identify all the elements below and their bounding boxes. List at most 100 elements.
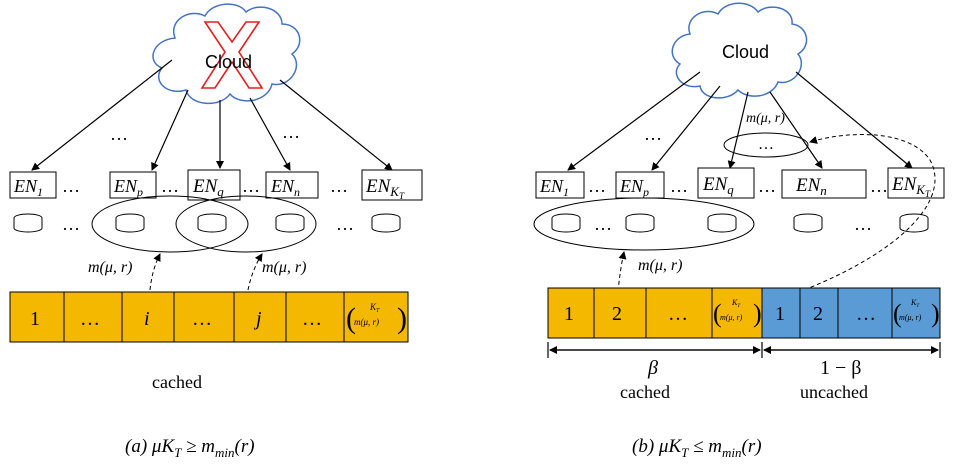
edge-label-b: m(μ, r) bbox=[638, 257, 682, 274]
one-minus-beta-label: 1 − β bbox=[820, 357, 861, 379]
block-cell-last bbox=[343, 291, 409, 343]
dots-label: … bbox=[242, 176, 260, 196]
caption-b: (b) μKT ≤ mmin(r) bbox=[632, 436, 762, 460]
cached-block bbox=[645, 287, 713, 339]
dashed-arrow-i bbox=[149, 253, 161, 291]
en-box bbox=[361, 169, 423, 201]
en-label: ENp bbox=[113, 176, 143, 199]
cloud-arrows-a bbox=[31, 59, 393, 171]
binomial-paren: ) bbox=[931, 299, 940, 328]
cloud-arrows-b bbox=[567, 71, 913, 171]
cache-row-b bbox=[551, 213, 929, 233]
dots-label: … bbox=[161, 176, 179, 196]
binomial-top: KT bbox=[369, 302, 380, 314]
dots-cache-b2: … bbox=[854, 214, 872, 234]
dots-cache-a2: … bbox=[336, 214, 354, 234]
cache-icon bbox=[707, 213, 737, 233]
block-label: … bbox=[302, 308, 322, 330]
block-cell bbox=[121, 291, 175, 343]
en-box bbox=[187, 169, 241, 201]
en-label: ENq bbox=[192, 176, 224, 199]
en-box bbox=[697, 167, 755, 199]
block-label: 1 bbox=[775, 303, 785, 325]
dashed-arrow-b2 bbox=[803, 134, 936, 291]
en-box bbox=[781, 169, 867, 199]
binomial-bottom: m(μ, r) bbox=[720, 313, 743, 322]
edge-label-a2: m(μ, r) bbox=[262, 259, 306, 276]
cache-row-a bbox=[13, 213, 401, 233]
block-label: j bbox=[253, 308, 262, 330]
en-box bbox=[535, 171, 585, 199]
en-box bbox=[109, 171, 157, 199]
binomial-top: KT bbox=[910, 298, 920, 309]
panel-a: Cloud … … EN1 … ENp … ENq … ENn … bbox=[9, 3, 423, 460]
binomial-top: KT bbox=[731, 298, 741, 309]
block-cell bbox=[285, 291, 345, 343]
dashed-arrow-b1 bbox=[617, 251, 627, 293]
block-label: … bbox=[192, 308, 212, 330]
block-label: 2 bbox=[813, 303, 823, 325]
binomial-paren: ) bbox=[397, 302, 407, 335]
beta-label: β bbox=[647, 357, 658, 379]
edge-label-b-top: m(μ, r) bbox=[746, 111, 785, 126]
dots-label: … bbox=[62, 176, 80, 196]
binomial-paren: ( bbox=[893, 299, 902, 328]
en-label: EN1 bbox=[13, 176, 43, 199]
group-ellipse-i bbox=[91, 195, 249, 253]
cloud-a: Cloud bbox=[152, 3, 301, 104]
binomial-bottom: m(μ, r) bbox=[354, 317, 379, 327]
block-label: i bbox=[144, 308, 150, 330]
en-label: ENp bbox=[619, 176, 649, 199]
uncached-block bbox=[799, 287, 839, 339]
en-box bbox=[615, 171, 665, 199]
dots-label: … bbox=[588, 176, 606, 196]
binomial-bottom: m(μ, r) bbox=[899, 313, 922, 322]
cached-block-last bbox=[711, 287, 763, 339]
group-ellipse-j bbox=[175, 195, 317, 253]
group-ellipse-top bbox=[723, 132, 809, 158]
cache-icon bbox=[115, 213, 145, 233]
cache-icon bbox=[197, 213, 227, 233]
en-label: ENn bbox=[795, 175, 827, 198]
block-label: 1 bbox=[564, 303, 574, 325]
dots-group-top: … bbox=[758, 136, 774, 153]
dots-cache-b1: … bbox=[594, 214, 612, 234]
dots-label: … bbox=[870, 176, 888, 196]
dashed-arrow-j bbox=[247, 253, 263, 291]
uncached-label-b: uncached bbox=[800, 382, 868, 402]
cached-block bbox=[593, 287, 647, 339]
dots-cache-a1: … bbox=[62, 214, 80, 234]
en-label: EN1 bbox=[539, 176, 569, 199]
en-label: ENKT bbox=[365, 176, 405, 201]
dots-arrows-a2: … bbox=[282, 122, 300, 142]
group-ellipse-b bbox=[533, 197, 755, 251]
cloud-b: Cloud bbox=[671, 2, 808, 99]
block-label: … bbox=[668, 303, 688, 325]
binomial-paren: ( bbox=[346, 302, 356, 335]
en-box bbox=[9, 171, 57, 199]
uncached-block-last bbox=[891, 287, 941, 339]
en-box bbox=[265, 171, 319, 199]
caption-a: (a) μKT ≥ mmin(r) bbox=[125, 436, 255, 460]
dots-label: … bbox=[670, 176, 688, 196]
cache-icon bbox=[899, 213, 929, 233]
block-label: 1 bbox=[30, 308, 40, 330]
binomial-paren: ( bbox=[713, 299, 722, 328]
cross-icon bbox=[200, 21, 264, 89]
cache-icon bbox=[551, 213, 581, 233]
block-row-a: 1 … i … j … ( ) KT m(μ, r) bbox=[9, 291, 409, 343]
cache-icon bbox=[13, 213, 43, 233]
beta-brackets bbox=[547, 342, 941, 358]
en-label: ENn bbox=[270, 176, 300, 199]
binomial-paren: ) bbox=[753, 299, 762, 328]
uncached-block bbox=[761, 287, 801, 339]
cached-label-a: cached bbox=[152, 372, 202, 392]
block-label: … bbox=[80, 308, 100, 330]
en-row-a: EN1 … ENp … ENq … ENn … ENKT bbox=[9, 169, 423, 201]
dots-arrows-b: … bbox=[644, 124, 662, 144]
dots-label: … bbox=[758, 176, 776, 196]
block-cell bbox=[233, 291, 287, 343]
block-label: 2 bbox=[612, 303, 622, 325]
cache-icon bbox=[371, 213, 401, 233]
